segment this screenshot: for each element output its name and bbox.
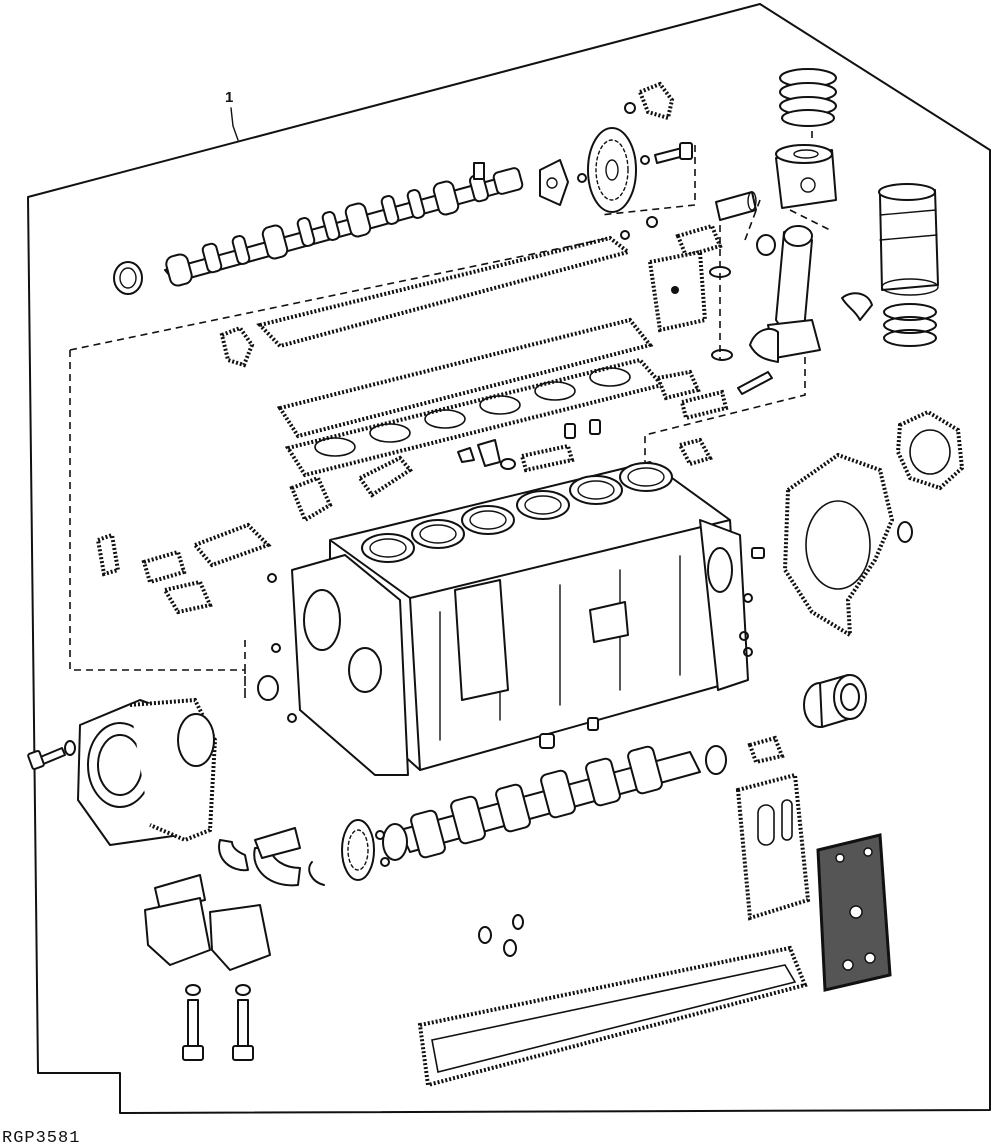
pin-bushing: [756, 234, 776, 256]
o-ring: [646, 216, 658, 228]
dashed-group-line-right: [644, 345, 806, 470]
cap-bolts: [182, 984, 254, 1061]
rod-bearing: [749, 292, 873, 363]
reference-code: RGP3581: [2, 1129, 80, 1146]
small-gasket-left: [219, 325, 255, 368]
camshaft-bushing: [113, 261, 143, 295]
main-bearing-caps: [144, 897, 271, 971]
cam-gear-icon: [587, 127, 637, 213]
callout-label: 1: [225, 89, 233, 106]
front-plate-gasket: [895, 409, 965, 491]
crank-gear-icon: [341, 819, 375, 881]
main-bearing-halves: [154, 827, 325, 911]
piston-rings: [779, 68, 837, 127]
crankshaft-icon: [382, 745, 701, 861]
dowel-pins: [564, 419, 601, 439]
piston-pin: [715, 191, 757, 221]
small-gasket-mid: [655, 369, 729, 421]
rod-bolt: [737, 371, 773, 395]
injector-sleeve: [457, 439, 575, 473]
oil-cooler-cover-gasket: [816, 833, 892, 992]
cover-plate-top: [637, 81, 675, 121]
water-tube: [709, 266, 733, 361]
oil-pan-gasket: [417, 945, 808, 1088]
block-plugs: [257, 547, 765, 749]
liner-seal-rings: [883, 303, 937, 347]
cylinder-liner: [878, 183, 939, 296]
o-ring: [640, 155, 650, 165]
crank-small-parts: [375, 745, 727, 867]
bolt-icon: [27, 740, 76, 771]
pan-o-rings: [478, 914, 524, 957]
camshaft-icon: [164, 167, 524, 287]
kit-boundary-outline: [27, 3, 991, 1114]
o-ring: [620, 230, 630, 240]
thermostat-gasket: [95, 455, 413, 615]
thrust-plate: [539, 159, 569, 206]
piston-icon: [775, 144, 837, 209]
dashed-group-line-top: [599, 145, 696, 216]
timing-gear-cover-gasket: [782, 452, 895, 639]
camshaft-pin: [473, 162, 485, 180]
cam-gear-bolt-icon: [654, 142, 693, 164]
front-oil-seal: [803, 674, 867, 728]
rocker-cover-gasket: [256, 235, 633, 349]
gasket-icon: [647, 223, 723, 333]
dashed-piston-connector: [719, 128, 831, 360]
o-ring: [624, 102, 636, 114]
o-ring: [897, 521, 913, 543]
callout-leader: [230, 107, 239, 141]
small-cover-right: [677, 437, 713, 467]
o-ring: [577, 173, 587, 183]
rear-seal-housing: [77, 697, 218, 846]
dashed-group-line-left: [69, 237, 611, 700]
connecting-rod-icon: [767, 225, 821, 359]
oil-cooler-gasket: [735, 735, 811, 921]
cylinder-block-icon: [291, 461, 749, 776]
head-gasket-icon: [276, 317, 666, 478]
